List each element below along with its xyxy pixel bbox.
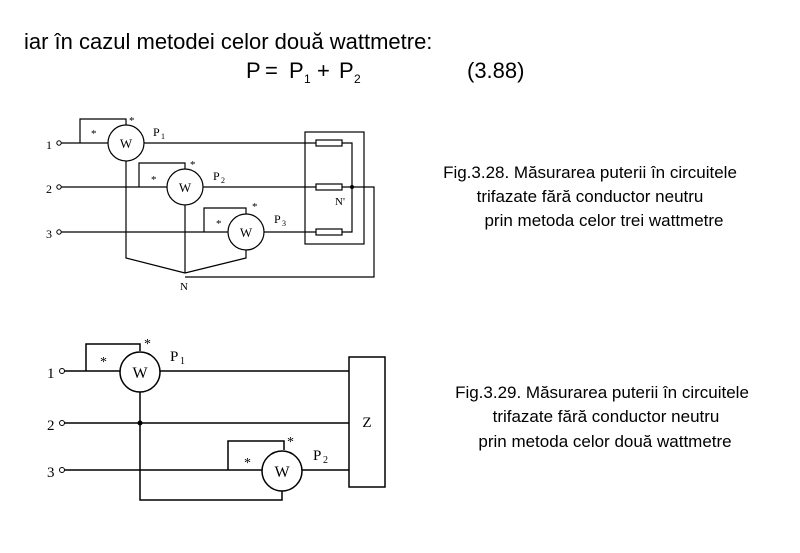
intro-text: iar în cazul metodei celor două wattmetr… bbox=[24, 29, 432, 54]
wm1-voltage-lead bbox=[125, 161, 186, 274]
figure-3-29-caption-line-1: Fig.3.29. Măsurarea puterii în circuitel… bbox=[455, 383, 749, 402]
wm3-voltage-lead bbox=[184, 250, 247, 274]
wm2-star-voltage: * bbox=[287, 435, 294, 450]
power-sub-1: 1 bbox=[161, 132, 165, 141]
power-sub-1: 1 bbox=[180, 356, 185, 367]
terminal-label-2: 2 bbox=[46, 182, 52, 196]
terminal-label-3: 3 bbox=[46, 227, 52, 241]
wm1-star-voltage: * bbox=[129, 115, 135, 127]
formula-p1: P bbox=[289, 58, 304, 83]
formula-sub1: 1 bbox=[304, 72, 311, 86]
load-resistor-1 bbox=[315, 139, 343, 147]
wm1-star-current: * bbox=[91, 128, 97, 140]
wm2-star-current: * bbox=[151, 174, 157, 186]
formula-plus: + bbox=[317, 58, 330, 83]
wm2-voltage-lead bbox=[139, 423, 283, 501]
wm1-current-loop bbox=[85, 343, 141, 371]
power-label-p1: P bbox=[170, 349, 178, 365]
figure-3-28-caption-line-3: prin metoda celor trei wattmetre bbox=[484, 211, 723, 230]
wattmeter-2-symbol: W bbox=[274, 464, 290, 481]
formula-sub2: 2 bbox=[354, 72, 361, 86]
terminal-3 bbox=[56, 229, 62, 235]
figure-3-28-circuit: 1 2 3 W * * P 1 W * * P 2 W * * P 3 N bbox=[46, 115, 375, 293]
power-label-p3: P bbox=[274, 212, 281, 226]
wm2-current-loop bbox=[227, 440, 285, 470]
load-resistor-2 bbox=[315, 183, 343, 191]
figure-3-29-circuit: 1 2 3 W * * P 1 W * * P 2 Z bbox=[47, 337, 386, 501]
wattmeter-1-symbol: W bbox=[132, 365, 148, 382]
terminal-2 bbox=[59, 420, 65, 426]
wm2-star-current: * bbox=[244, 456, 251, 471]
neutral-connection-wire bbox=[185, 186, 375, 278]
formula-3-88: P = P 1 + P 2 (3.88) bbox=[246, 58, 524, 86]
formula-p2: P bbox=[339, 58, 354, 83]
figure-3-29-caption-line-2: trifazate fără conductor neutru bbox=[493, 407, 720, 426]
wm1-star-voltage: * bbox=[144, 337, 151, 352]
formula-equals: = bbox=[265, 58, 278, 83]
power-sub-2: 2 bbox=[221, 176, 225, 185]
load-z-box bbox=[348, 356, 386, 488]
wm3-star-current: * bbox=[216, 218, 222, 230]
terminal-1 bbox=[59, 368, 65, 374]
load-resistor-3 bbox=[315, 228, 343, 236]
terminal-label-3: 3 bbox=[47, 465, 55, 481]
formula-number: (3.88) bbox=[467, 58, 524, 83]
terminal-2 bbox=[56, 184, 62, 190]
wattmeter-3-symbol: W bbox=[240, 225, 253, 240]
load-neutral-label: N' bbox=[335, 196, 345, 208]
power-label-p1: P bbox=[153, 125, 160, 139]
wattmeter-1-symbol: W bbox=[120, 136, 133, 151]
power-label-p2: P bbox=[313, 448, 321, 464]
figure-3-28-caption-line-2: trifazate fără conductor neutru bbox=[477, 187, 704, 206]
terminal-1 bbox=[56, 140, 62, 146]
figure-3-28-caption-line-1: Fig.3.28. Măsurarea puterii în circuitel… bbox=[443, 163, 737, 182]
wm2-star-voltage: * bbox=[190, 159, 196, 171]
wm2-current-loop bbox=[138, 162, 186, 187]
formula-p: P bbox=[246, 58, 261, 83]
terminal-label-1: 1 bbox=[46, 138, 52, 152]
wm1-current-loop bbox=[79, 118, 127, 143]
wattmeter-2-symbol: W bbox=[179, 180, 192, 195]
wm3-star-voltage: * bbox=[252, 201, 258, 213]
terminal-3 bbox=[59, 467, 65, 473]
neutral-node-label: N bbox=[180, 281, 188, 293]
load-z-label: Z bbox=[362, 415, 371, 431]
terminal-label-2: 2 bbox=[47, 418, 55, 434]
terminal-label-1: 1 bbox=[47, 366, 55, 382]
power-label-p2: P bbox=[213, 169, 220, 183]
wm1-star-current: * bbox=[100, 355, 107, 370]
wm3-current-loop bbox=[203, 207, 247, 232]
figure-3-29-caption-line-3: prin metoda celor două wattmetre bbox=[478, 432, 731, 451]
load-box bbox=[304, 131, 365, 245]
power-sub-3: 3 bbox=[282, 219, 286, 228]
power-sub-2: 2 bbox=[323, 455, 328, 466]
